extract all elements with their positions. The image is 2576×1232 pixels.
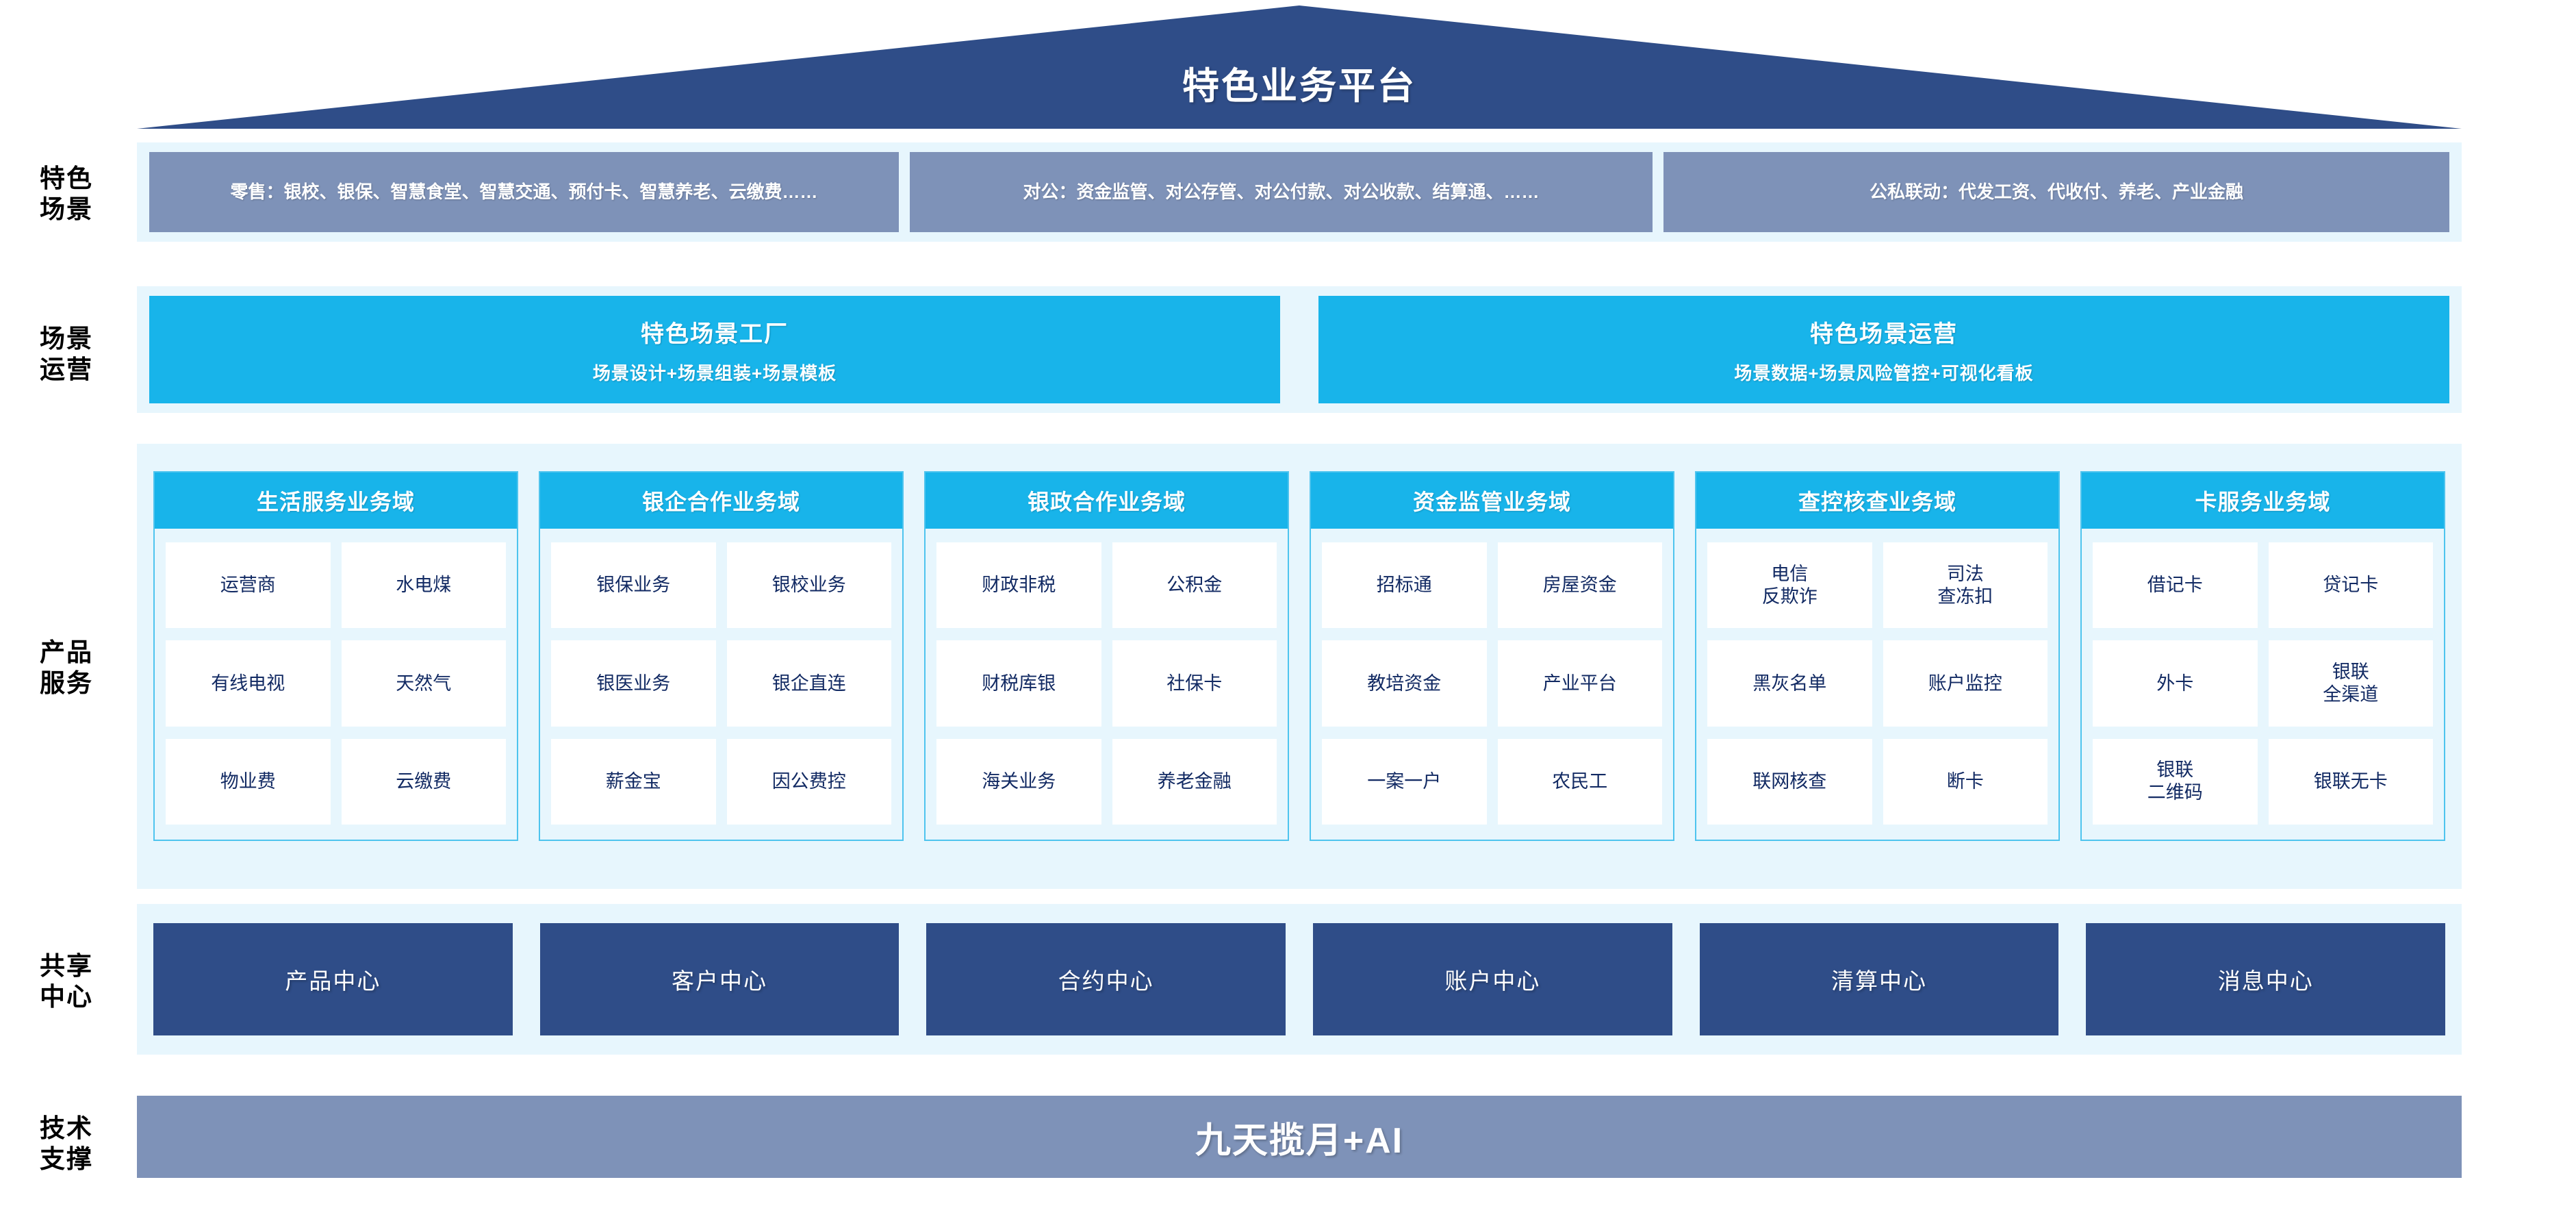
domain-service-cell[interactable]: 有线电视 [166, 640, 331, 727]
domain-service-cell[interactable]: 养老金融 [1112, 738, 1277, 825]
scene-box-retail[interactable]: 零售：银校、银保、智慧食堂、智慧交通、预付卡、智慧养老、云缴费…… [149, 152, 899, 232]
domain-service-cell[interactable]: 财政非税 [936, 542, 1101, 629]
shared-center-box[interactable]: 客户中心 [539, 923, 900, 1035]
domain-service-cell[interactable]: 水电煤 [341, 542, 506, 629]
domain-card-body: 借记卡贷记卡外卡银联 全渠道银联 二维码银联无卡 [2082, 529, 2444, 840]
domain-card-body: 银保业务银校业务银医业务银企直连薪金宝因公费控 [540, 529, 902, 840]
domain-service-cell[interactable]: 因公费控 [726, 738, 891, 825]
domain-service-cell[interactable]: 教培资金 [1322, 640, 1487, 727]
domain-card[interactable]: 资金监管业务域招标通房屋资金教培资金产业平台一案一户农民工 [1310, 471, 1674, 841]
domain-service-cell[interactable]: 海关业务 [936, 738, 1101, 825]
domain-service-cell[interactable]: 贷记卡 [2268, 542, 2433, 629]
ops-strip: 特色场景工厂 场景设计+场景组装+场景模板 特色场景运营 场景数据+场景风险管控… [137, 286, 2462, 413]
domain-service-cell[interactable]: 银联无卡 [2268, 738, 2433, 825]
domain-service-cell[interactable]: 招标通 [1322, 542, 1487, 629]
tech-support-bar: 九天揽月+AI [137, 1096, 2462, 1178]
domain-card[interactable]: 卡服务业务域借记卡贷记卡外卡银联 全渠道银联 二维码银联无卡 [2080, 471, 2445, 841]
domain-service-cell[interactable]: 房屋资金 [1497, 542, 1662, 629]
domain-service-cell[interactable]: 外卡 [2093, 640, 2258, 727]
domain-service-cell[interactable]: 银联 全渠道 [2268, 640, 2433, 727]
domain-service-cell[interactable]: 财税库银 [936, 640, 1101, 727]
domain-card-title: 银政合作业务域 [926, 473, 1288, 529]
shared-panel: 产品中心客户中心合约中心账户中心清算中心消息中心 [137, 904, 2462, 1055]
ops-factory-subtitle: 场景设计+场景组装+场景模板 [592, 362, 837, 384]
domain-service-cell[interactable]: 账户监控 [1883, 640, 2048, 727]
domain-service-cell[interactable]: 联网核查 [1707, 738, 1872, 825]
domain-service-cell[interactable]: 云缴费 [341, 738, 506, 825]
scene-box-corporate[interactable]: 对公：资金监管、对公存管、对公付款、对公收款、结算通、…… [910, 152, 1653, 232]
row-label-ops: 场景 运营 [40, 325, 93, 384]
shared-strip: 产品中心客户中心合约中心账户中心清算中心消息中心 [137, 904, 2462, 1055]
ops-panel: 特色场景工厂 场景设计+场景组装+场景模板 特色场景运营 场景数据+场景风险管控… [137, 286, 2462, 413]
domain-card[interactable]: 生活服务业务域运营商水电煤有线电视天然气物业费云缴费 [153, 471, 518, 841]
platform-title: 特色业务平台 [1182, 66, 1416, 107]
domain-service-cell[interactable]: 银联 二维码 [2093, 738, 2258, 825]
domain-service-cell[interactable]: 银医业务 [551, 640, 716, 727]
products-strip: 生活服务业务域运营商水电煤有线电视天然气物业费云缴费银企合作业务域银保业务银校业… [137, 444, 2462, 889]
shared-center-box[interactable]: 合约中心 [926, 923, 1286, 1035]
domain-card[interactable]: 银政合作业务域财政非税公积金财税库银社保卡海关业务养老金融 [924, 471, 1289, 841]
domain-service-cell[interactable]: 借记卡 [2093, 542, 2258, 629]
domain-card[interactable]: 银企合作业务域银保业务银校业务银医业务银企直连薪金宝因公费控 [539, 471, 904, 841]
domain-card-title: 卡服务业务域 [2082, 473, 2444, 529]
domain-service-cell[interactable]: 农民工 [1497, 738, 1662, 825]
domain-service-cell[interactable]: 运营商 [166, 542, 331, 629]
shared-center-box[interactable]: 清算中心 [1699, 923, 2059, 1035]
domain-card-title: 生活服务业务域 [155, 473, 517, 529]
domain-card[interactable]: 查控核查业务域电信 反欺诈司法 查冻扣黑灰名单账户监控联网核查断卡 [1695, 471, 2060, 841]
row-label-shared: 共享 中心 [40, 952, 93, 1011]
domain-service-cell[interactable]: 银企直连 [726, 640, 891, 727]
ops-factory-title: 特色场景工厂 [641, 320, 789, 347]
tech-support-title: 九天揽月+AI [1195, 1120, 1404, 1161]
ops-box-scene-factory[interactable]: 特色场景工厂 场景设计+场景组装+场景模板 [149, 296, 1280, 403]
domain-service-cell[interactable]: 黑灰名单 [1707, 640, 1872, 727]
row-label-products: 产品 服务 [40, 638, 93, 698]
domain-service-cell[interactable]: 电信 反欺诈 [1707, 542, 1872, 629]
domain-service-cell[interactable]: 一案一户 [1322, 738, 1487, 825]
shared-center-box[interactable]: 产品中心 [153, 923, 513, 1035]
domain-service-cell[interactable]: 产业平台 [1497, 640, 1662, 727]
domain-service-cell[interactable]: 断卡 [1883, 738, 2048, 825]
domain-card-title: 资金监管业务域 [1311, 473, 1673, 529]
domain-card-body: 运营商水电煤有线电视天然气物业费云缴费 [155, 529, 517, 840]
domain-service-cell[interactable]: 司法 查冻扣 [1883, 542, 2048, 629]
domain-service-cell[interactable]: 银保业务 [551, 542, 716, 629]
domain-service-cell[interactable]: 天然气 [341, 640, 506, 727]
scenes-panel: 零售：银校、银保、智慧食堂、智慧交通、预付卡、智慧养老、云缴费…… 对公：资金监… [137, 142, 2462, 242]
domain-service-cell[interactable]: 社保卡 [1112, 640, 1277, 727]
shared-center-box[interactable]: 账户中心 [1313, 923, 1672, 1035]
scenes-strip: 零售：银校、银保、智慧食堂、智慧交通、预付卡、智慧养老、云缴费…… 对公：资金监… [137, 142, 2462, 242]
platform-roof: 特色业务平台 [137, 5, 2462, 129]
ops-operation-title: 特色场景运营 [1810, 320, 1958, 347]
domain-card-body: 招标通房屋资金教培资金产业平台一案一户农民工 [1311, 529, 1673, 840]
domain-service-cell[interactable]: 公积金 [1112, 542, 1277, 629]
shared-center-box[interactable]: 消息中心 [2086, 923, 2446, 1035]
ops-operation-subtitle: 场景数据+场景风险管控+可视化看板 [1734, 362, 2034, 384]
domain-card-title: 银企合作业务域 [540, 473, 902, 529]
domain-service-cell[interactable]: 薪金宝 [551, 738, 716, 825]
row-label-tech: 技术 支撑 [40, 1114, 93, 1174]
domain-service-cell[interactable]: 物业费 [166, 738, 331, 825]
ops-box-scene-operation[interactable]: 特色场景运营 场景数据+场景风险管控+可视化看板 [1318, 296, 2449, 403]
domain-service-cell[interactable]: 银校业务 [726, 542, 891, 629]
domain-card-body: 财政非税公积金财税库银社保卡海关业务养老金融 [926, 529, 1288, 840]
row-label-scenes: 特色 场景 [40, 164, 93, 224]
domain-card-body: 电信 反欺诈司法 查冻扣黑灰名单账户监控联网核查断卡 [1696, 529, 2058, 840]
scene-box-public-private[interactable]: 公私联动：代发工资、代收付、养老、产业金融 [1663, 152, 2449, 232]
products-panel: 生活服务业务域运营商水电煤有线电视天然气物业费云缴费银企合作业务域银保业务银校业… [137, 444, 2462, 889]
domain-card-title: 查控核查业务域 [1696, 473, 2058, 529]
